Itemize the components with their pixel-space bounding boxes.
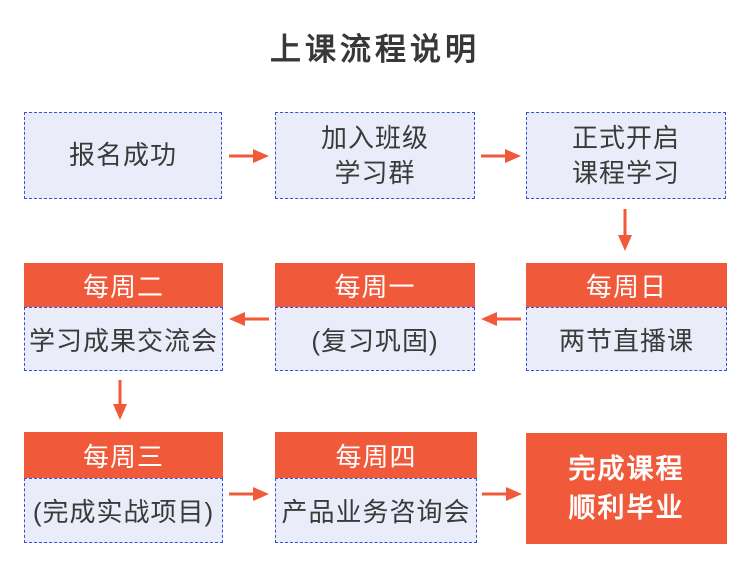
arrow-right-icon (481, 149, 521, 163)
step-wednesday-tag: 每周三 (24, 432, 223, 478)
step-sunday-label: 两节直播课 (526, 307, 727, 371)
step-wednesday: 每周三 (完成实战项目) (24, 432, 223, 543)
arrow-left-icon (481, 312, 521, 326)
step-sunday-tag: 每周日 (526, 263, 727, 307)
step-signup: 报名成功 (24, 112, 222, 199)
arrow-right-icon (229, 149, 269, 163)
page-title: 上课流程说明 (270, 32, 480, 67)
step-monday-tag: 每周一 (275, 263, 475, 307)
arrow-down-icon (113, 380, 127, 420)
step-sunday: 每周日 两节直播课 (526, 263, 727, 371)
step-thursday-label: 产品业务咨询会 (275, 478, 477, 543)
step-start-course: 正式开启 课程学习 (526, 112, 726, 199)
arrow-right-icon (482, 487, 522, 501)
step-tuesday: 每周二 学习成果交流会 (24, 263, 223, 371)
step-thursday: 每周四 产品业务咨询会 (275, 432, 477, 543)
arrow-down-icon (618, 209, 632, 251)
step-thursday-tag: 每周四 (275, 432, 477, 478)
step-graduate: 完成课程 顺利毕业 (526, 433, 727, 544)
arrow-left-icon (229, 312, 269, 326)
step-tuesday-label: 学习成果交流会 (24, 307, 223, 371)
step-wednesday-label: (完成实战项目) (24, 478, 223, 543)
step-monday-label: (复习巩固) (275, 307, 475, 371)
arrow-right-icon (229, 487, 269, 501)
step-monday: 每周一 (复习巩固) (275, 263, 475, 371)
step-tuesday-tag: 每周二 (24, 263, 223, 307)
step-join-group: 加入班级 学习群 (275, 112, 475, 199)
